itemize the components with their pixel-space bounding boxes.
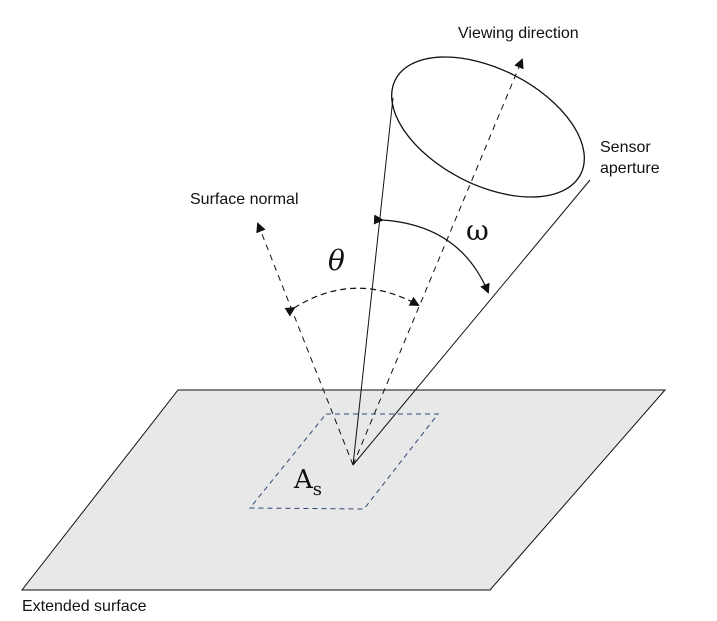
omega-arc (373, 214, 490, 294)
viewing-direction-label: Viewing direction (458, 25, 579, 42)
omega-label: ω (466, 214, 489, 247)
sensor-aperture-ellipse (391, 56, 585, 198)
extended-surface-label: Extended surface (22, 598, 147, 615)
surface-normal-label: Surface normal (190, 191, 299, 208)
cone-edge-left (352, 97, 394, 466)
area-label: As (293, 465, 322, 500)
footprint-area (248, 413, 440, 510)
sensor-label-line2: aperture (600, 160, 660, 177)
sensor-label-line1: Sensor (600, 139, 651, 156)
theta-arc (284, 287, 420, 317)
extended-surface-plane (20, 389, 667, 591)
viewing-direction-arrow (352, 58, 524, 466)
theta-label: θ (328, 244, 345, 277)
cone-edge-right (352, 179, 591, 466)
